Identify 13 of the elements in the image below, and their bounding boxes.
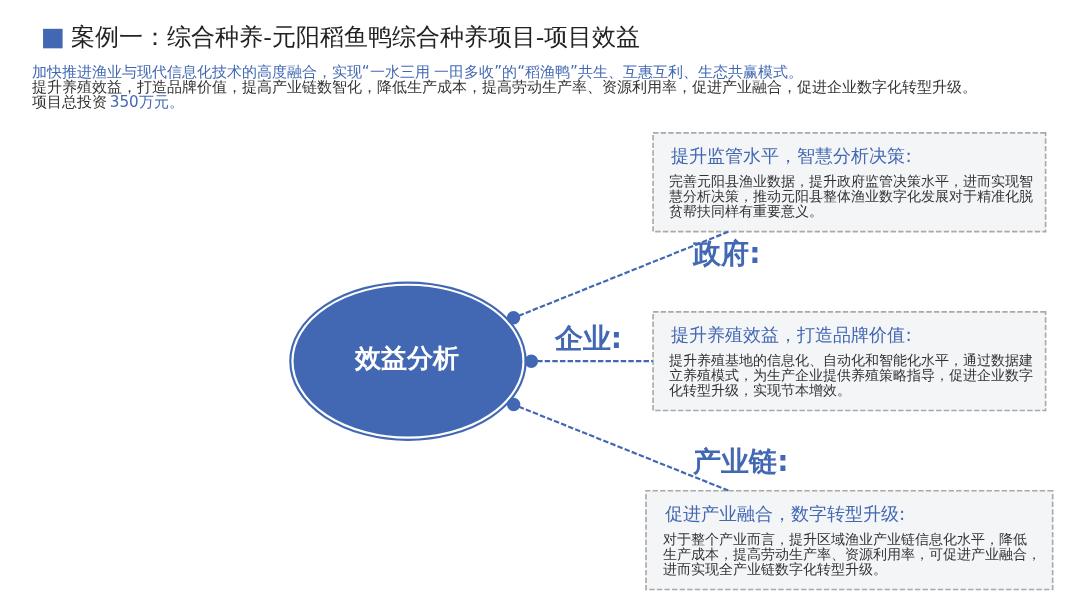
label: 350万元。 <box>109 93 184 112</box>
node-ellipse: 效益分析 <box>289 281 527 441</box>
connector <box>506 397 729 492</box>
node-box: 促进产业融合，数字转型升级: 对于整个产业而言，提升区域渔业产业链信息化水平，降低生产成本，提高劳动生产率、资源利用率，可促进产业融合，进而实现全产业链数字化转型升级。 <box>645 489 1054 591</box>
connector <box>506 230 730 325</box>
edge-label: 企业: <box>554 321 622 355</box>
node-box: 提升监管水平，智慧分析决策: 完善元阳县渔业数据，提升政府监管决策水平，进而实现智慧分析决策，推动元阳县整体渔业数字化发展对于精准化脱贫帮扶同样有重要意义。 <box>652 132 1047 233</box>
node-box: 提升养殖效益，打造品牌价值: 提升养殖基地的信息化、自动化和智能化水平，通过数据建立养殖模式，为生产企业提供养殖策略指导，促进企业数字化转型升级，实现节本增效。 <box>652 311 1047 412</box>
diagram-title: 案例一：综合种养-元阳稻鱼鸭综合种养项目-项目效益 <box>71 22 641 51</box>
edge-label: 政府: <box>693 236 761 270</box>
edge-label: 产业链: <box>693 445 789 479</box>
label: 项目总投资 <box>31 93 107 112</box>
connector <box>524 354 653 368</box>
